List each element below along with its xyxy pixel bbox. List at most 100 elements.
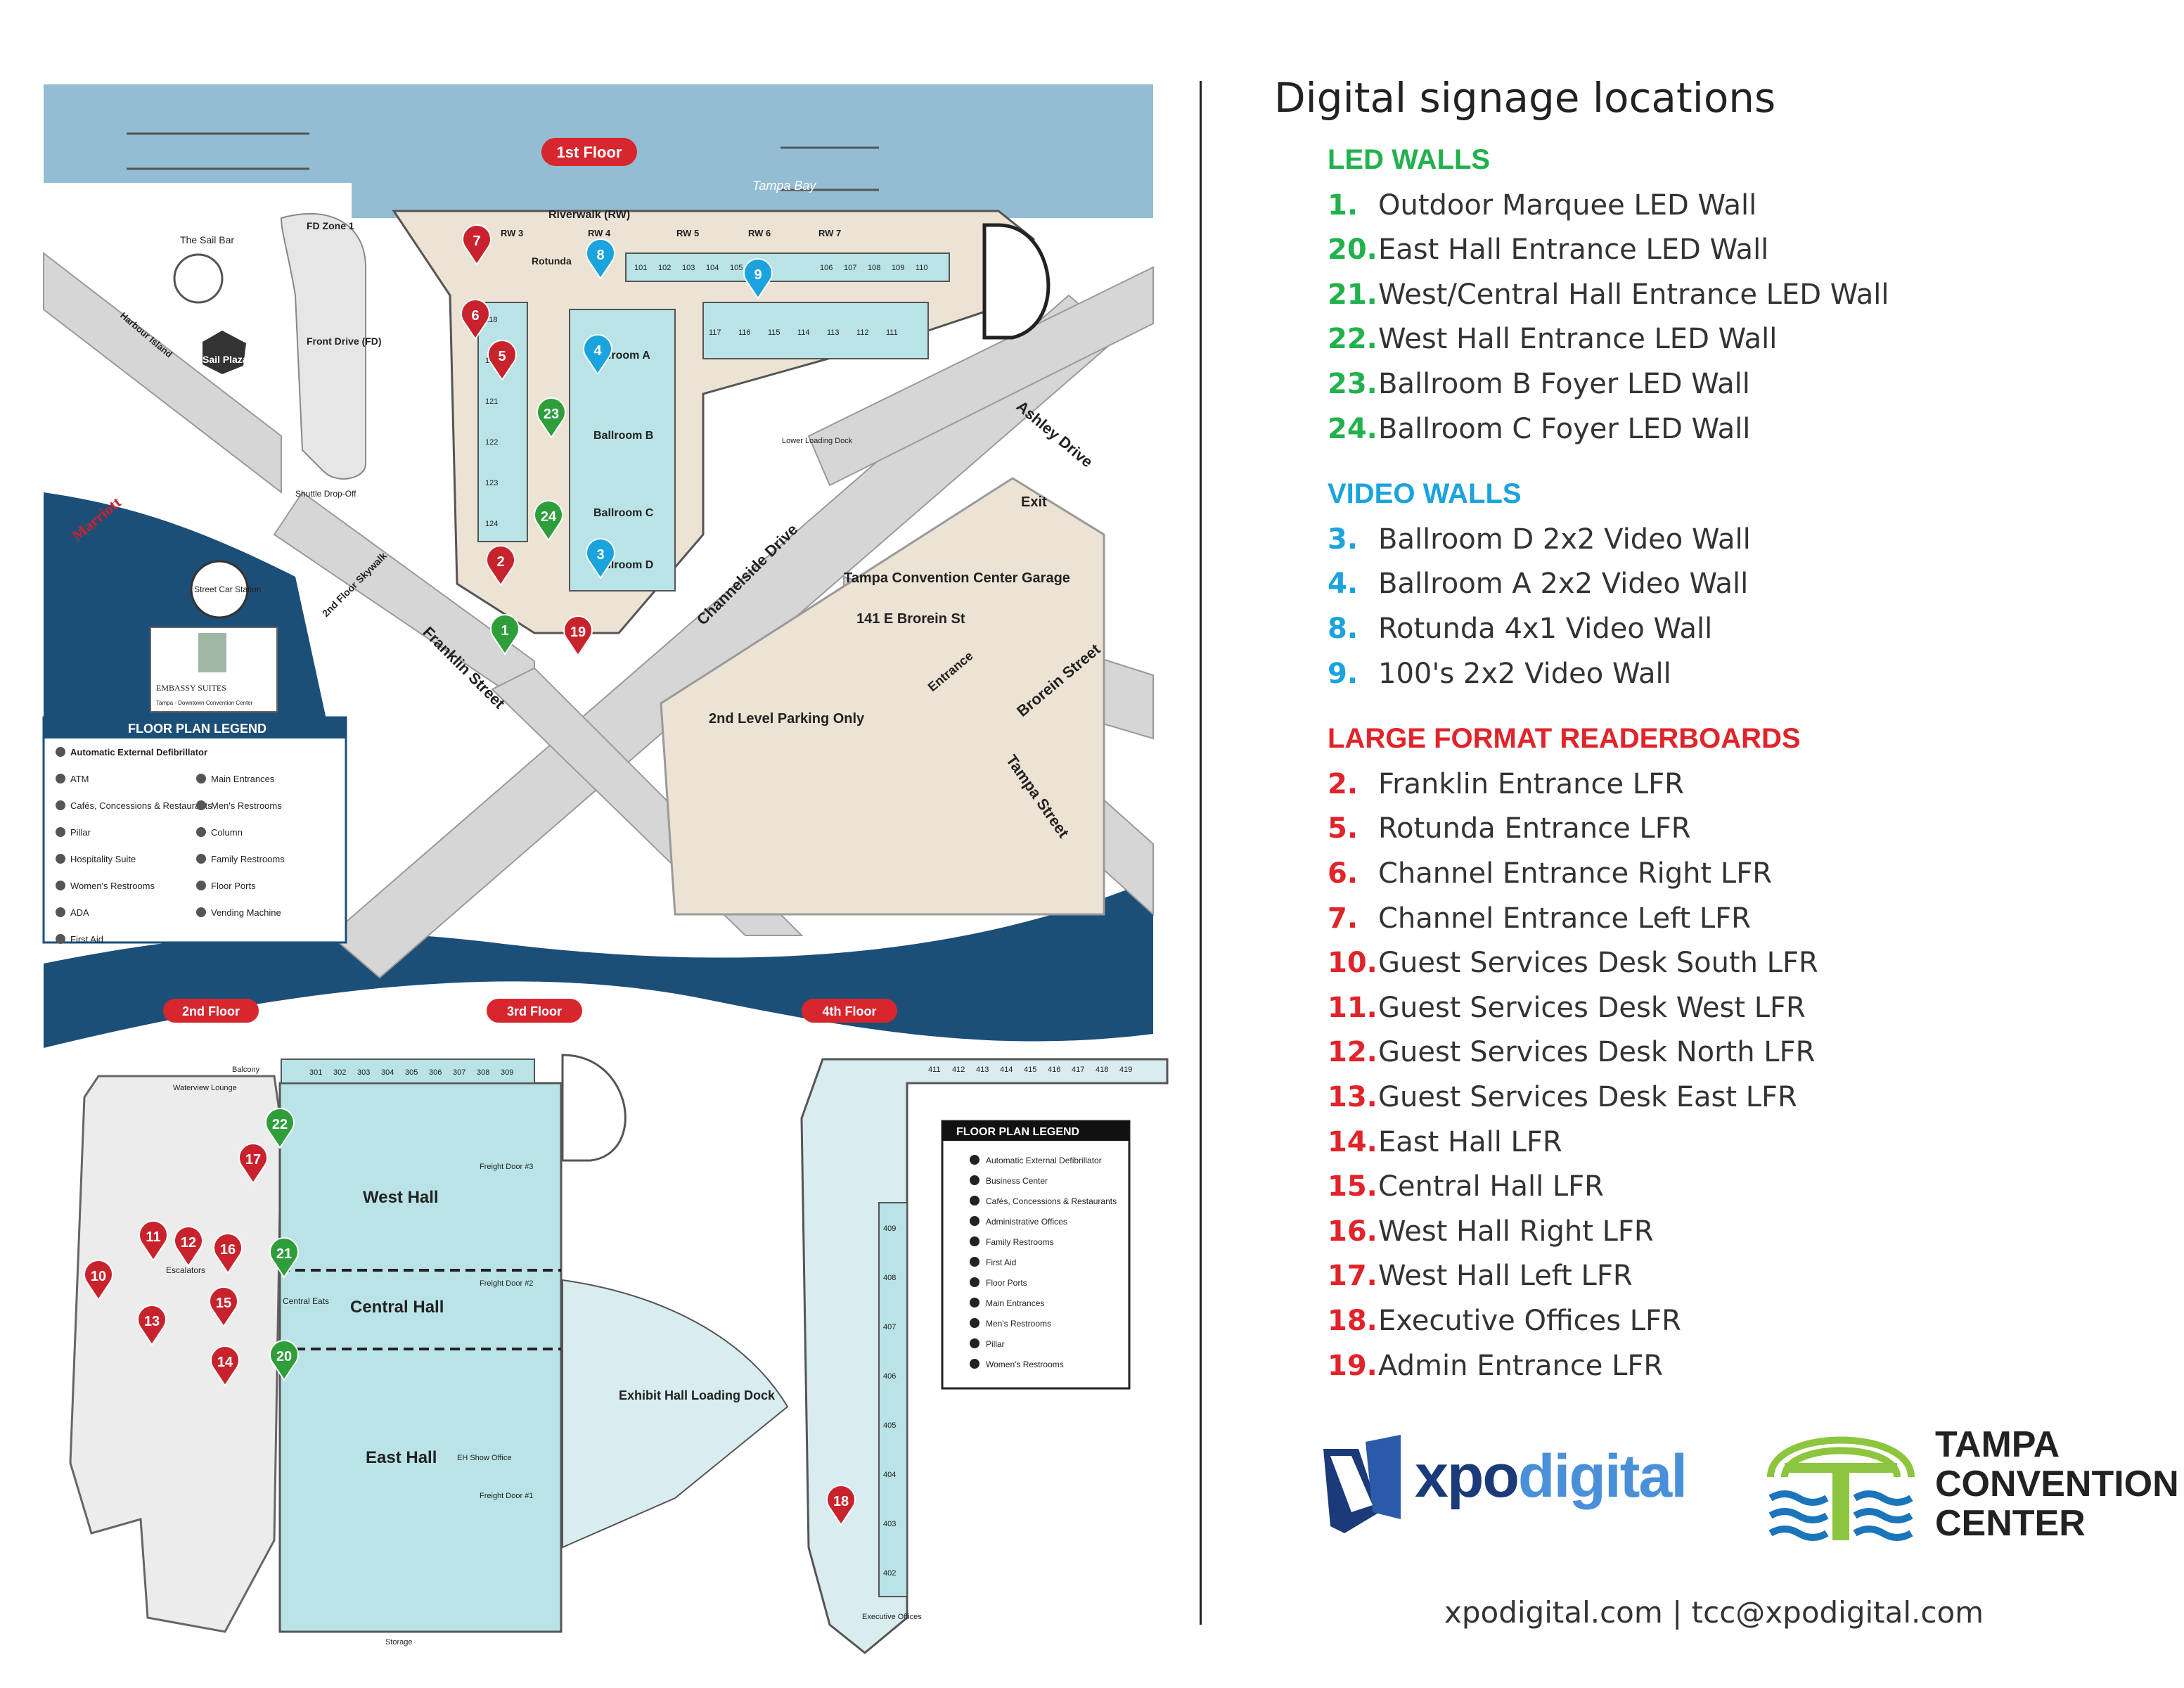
signage-marker-5[interactable]: 5 bbox=[487, 340, 517, 381]
legend-2-entry: Pillar bbox=[986, 1339, 1005, 1349]
signage-item-number: 24. bbox=[1328, 412, 1377, 445]
legend-2-entry: Family Restrooms bbox=[986, 1237, 1054, 1247]
signage-marker-23[interactable]: 23 bbox=[537, 397, 566, 439]
signage-marker-20[interactable]: 20 bbox=[269, 1340, 299, 1381]
signage-marker-2[interactable]: 2 bbox=[486, 545, 515, 587]
legend-2-entry: Floor Ports bbox=[986, 1278, 1027, 1288]
signage-item: 7.Channel Entrance Left LFR bbox=[1328, 902, 1751, 935]
rw-room-label: RW 3 bbox=[501, 228, 523, 238]
signage-marker-17[interactable]: 17 bbox=[238, 1143, 268, 1184]
signage-marker-4[interactable]: 4 bbox=[583, 334, 612, 376]
signage-marker-number: 19 bbox=[570, 625, 586, 640]
signage-pin-icon bbox=[269, 1340, 299, 1381]
signage-item-label: Guest Services Desk West LFR bbox=[1378, 991, 1806, 1024]
signage-marker-number: 21 bbox=[276, 1246, 292, 1262]
signage-marker-16[interactable]: 16 bbox=[213, 1233, 243, 1274]
signage-item-number: 20. bbox=[1328, 234, 1377, 267]
signage-marker-14[interactable]: 14 bbox=[210, 1345, 240, 1387]
signage-pin-icon bbox=[461, 299, 490, 340]
room-label: 105 bbox=[730, 264, 743, 272]
front-drive-loop bbox=[280, 212, 366, 480]
third-floor-round-end bbox=[561, 1054, 627, 1162]
parking-label: 2nd Level Parking Only bbox=[709, 711, 865, 727]
executive-offices-label: Executive Offices bbox=[862, 1613, 922, 1621]
signage-marker-15[interactable]: 15 bbox=[209, 1286, 238, 1328]
footer-contact[interactable]: xpodigital.com | tcc@xpodigital.com bbox=[1444, 1595, 1984, 1630]
signage-item-label: West Hall Right LFR bbox=[1378, 1215, 1654, 1248]
freight-door-3-label: Freight Door #3 bbox=[480, 1163, 533, 1171]
room-label: 122 bbox=[485, 438, 498, 447]
legend-1-entry: Women's Restrooms bbox=[70, 881, 155, 891]
signage-marker-22[interactable]: 22 bbox=[265, 1108, 295, 1149]
signage-item-number: 7. bbox=[1328, 902, 1358, 935]
signage-item: 14.East Hall LFR bbox=[1328, 1126, 1562, 1158]
signage-item-label: West Hall Entrance LED Wall bbox=[1378, 323, 1778, 356]
signage-pin-icon bbox=[586, 238, 615, 280]
signage-marker-9[interactable]: 9 bbox=[743, 258, 773, 300]
signage-item: 17.West Hall Left LFR bbox=[1328, 1260, 1633, 1292]
legend-symbol-icon bbox=[196, 854, 206, 864]
signage-marker-13[interactable]: 13 bbox=[137, 1305, 167, 1346]
fourth-floor-rooms-side bbox=[878, 1202, 908, 1597]
signage-item-label: Ballroom A 2x2 Video Wall bbox=[1378, 568, 1749, 601]
signage-item-number: 19. bbox=[1328, 1349, 1377, 1382]
signage-marker-11[interactable]: 11 bbox=[139, 1220, 168, 1262]
signage-item-number: 13. bbox=[1328, 1081, 1377, 1113]
legend-symbol-icon bbox=[970, 1277, 979, 1287]
embassy-sub-label: Tampa - Downtown Convention Center bbox=[156, 700, 253, 706]
signage-marker-19[interactable]: 19 bbox=[563, 615, 593, 657]
signage-marker-8[interactable]: 8 bbox=[586, 238, 615, 280]
signage-marker-1[interactable]: 1 bbox=[490, 614, 520, 656]
signage-item-number: 10. bbox=[1328, 947, 1377, 980]
signage-marker-number: 9 bbox=[754, 267, 762, 283]
signage-item-label: Guest Services Desk East LFR bbox=[1378, 1081, 1797, 1113]
signage-marker-3[interactable]: 3 bbox=[586, 538, 615, 580]
floor-tag-2-label: 2nd Floor bbox=[182, 1004, 240, 1018]
signage-item-label: Ballroom C Foyer LED Wall bbox=[1378, 412, 1751, 445]
floor-tag-1 bbox=[541, 138, 637, 166]
room-label: 121 bbox=[485, 397, 498, 406]
signage-marker-number: 17 bbox=[245, 1152, 261, 1168]
sail-bar bbox=[173, 253, 224, 304]
signage-item-label: Guest Services Desk South LFR bbox=[1378, 947, 1818, 980]
signage-marker-24[interactable]: 24 bbox=[534, 500, 563, 542]
signage-item-number: 15. bbox=[1328, 1170, 1377, 1203]
garage-label: Tampa Convention Center Garage bbox=[844, 570, 1070, 586]
signage-item: 13.Guest Services Desk East LFR bbox=[1328, 1081, 1797, 1113]
room-label: 412 bbox=[952, 1066, 965, 1074]
legend-1-entry: Vending Machine bbox=[211, 907, 281, 918]
signage-marker-6[interactable]: 6 bbox=[461, 299, 490, 340]
tcc-line-2: CONVENTION bbox=[1935, 1464, 2179, 1504]
rw-room-label: RW 5 bbox=[676, 228, 699, 238]
signage-marker-21[interactable]: 21 bbox=[269, 1237, 299, 1279]
signage-marker-number: 1 bbox=[501, 623, 508, 639]
room-label: 416 bbox=[1048, 1066, 1060, 1074]
room-label: 108 bbox=[868, 264, 880, 272]
freight-door-1-label: Freight Door #1 bbox=[480, 1492, 533, 1500]
floor-tag-4 bbox=[802, 999, 897, 1023]
signage-pin-icon bbox=[563, 615, 593, 657]
signage-marker-7[interactable]: 7 bbox=[462, 224, 492, 266]
legend-symbol-icon bbox=[56, 854, 65, 864]
signage-item: 10.Guest Services Desk South LFR bbox=[1328, 947, 1818, 979]
floor-tag-2 bbox=[163, 999, 259, 1023]
signage-item-label: Rotunda Entrance LFR bbox=[1378, 812, 1691, 845]
signage-pin-icon bbox=[210, 1345, 240, 1387]
category-heading: LARGE FORMAT READERBOARDS bbox=[1328, 723, 1801, 755]
eh-show-office-label: EH Show Office bbox=[457, 1454, 511, 1462]
signage-marker-12[interactable]: 12 bbox=[174, 1226, 203, 1267]
signage-pin-icon bbox=[209, 1286, 238, 1328]
embassy-label: EMBASSY SUITES bbox=[156, 683, 226, 693]
signage-item: 18.Executive Offices LFR bbox=[1328, 1305, 1681, 1337]
legend-symbol-icon bbox=[970, 1236, 979, 1246]
signage-marker-18[interactable]: 18 bbox=[826, 1485, 856, 1526]
legend-box-1 bbox=[42, 716, 347, 944]
street-car-label: Street Car Station bbox=[194, 584, 261, 594]
room-label: 116 bbox=[738, 328, 751, 337]
signage-marker-10[interactable]: 10 bbox=[84, 1260, 113, 1301]
signage-item-number: 23. bbox=[1328, 368, 1377, 400]
signage-marker-number: 24 bbox=[541, 509, 557, 525]
signage-item-label: Executive Offices LFR bbox=[1378, 1305, 1681, 1337]
signage-item-number: 21. bbox=[1328, 278, 1377, 311]
